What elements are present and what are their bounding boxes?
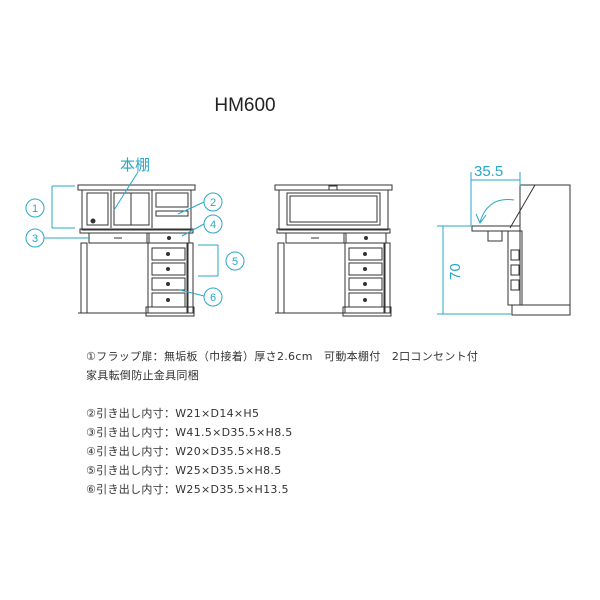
callouts <box>25 171 521 315</box>
callout-1-label: 1 <box>32 203 38 215</box>
spec-flap-door: ①フラップ扉：無垢板（巾接着）厚さ2.6cm 可動本棚付 2口コンセント付 <box>86 350 479 363</box>
callout-4-label: 4 <box>210 219 216 231</box>
callout-2-label: 2 <box>210 197 216 209</box>
spec-list: ①フラップ扉：無垢板（巾接着）厚さ2.6cm 可動本棚付 2口コンセント付 家具… <box>86 347 478 499</box>
callout-5-label: 5 <box>232 256 238 268</box>
model-title: HM600 <box>214 95 276 116</box>
furniture-diagram: 本棚 1 3 2 4 5 6 35.5 70 <box>25 157 571 317</box>
front-view-open <box>77 184 196 317</box>
height-dimension-label: 70 <box>447 263 464 280</box>
side-view <box>471 184 571 316</box>
callout-5-circle <box>225 251 245 271</box>
spec-drawer-2: ②引き出し内寸：W21×D14×H5 <box>86 407 260 420</box>
callout-6-circle <box>203 287 223 307</box>
callout-3-label: 3 <box>32 233 38 245</box>
callout-1-circle <box>25 198 45 218</box>
spec-drawer-6: ⑥引き出し内寸：W25×D35.5×H13.5 <box>86 483 289 496</box>
spec-drawer-5: ⑤引き出し内寸：W25×D35.5×H8.5 <box>86 464 282 477</box>
depth-dimension-label: 35.5 <box>474 163 503 180</box>
spec-anti-tip: 家具転倒防止金具同梱 <box>86 369 199 382</box>
bookshelf-label: 本棚 <box>120 157 150 174</box>
front-view-closed <box>274 184 393 317</box>
spec-drawer-3: ③引き出し内寸：W41.5×D35.5×H8.5 <box>86 426 293 439</box>
callout-6-label: 6 <box>210 292 216 304</box>
spec-drawer-4: ④引き出し内寸：W20×D35.5×H8.5 <box>86 445 282 458</box>
